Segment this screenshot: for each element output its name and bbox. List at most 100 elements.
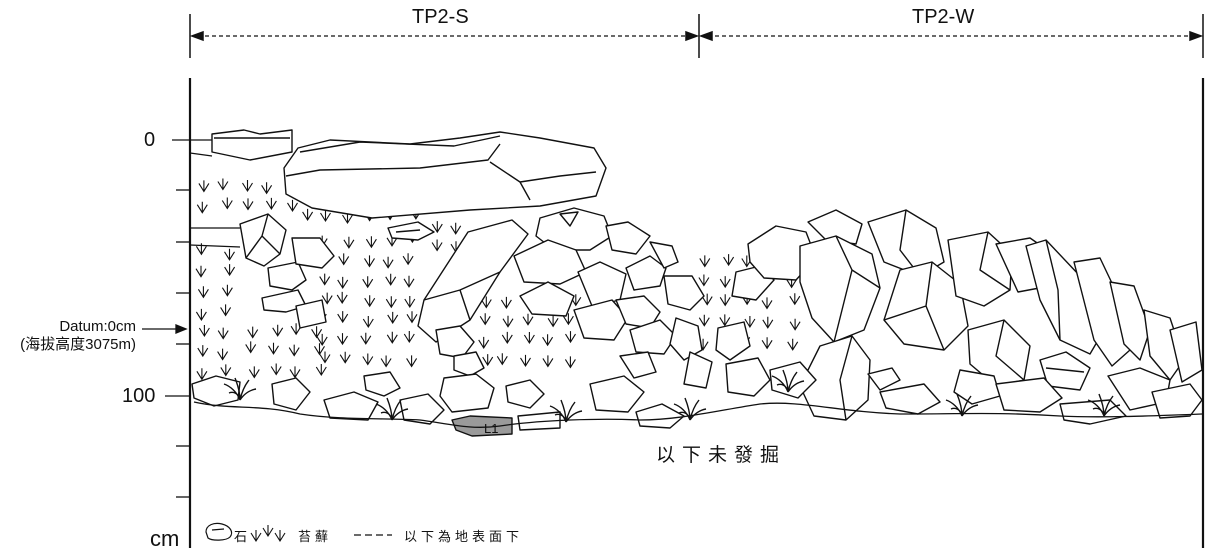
- moss-symbol: [270, 362, 282, 376]
- moss-symbol: [242, 197, 254, 210]
- datum-arrow: [142, 324, 188, 334]
- moss-symbol: [360, 332, 372, 345]
- moss-symbol: [224, 263, 236, 276]
- moss-symbol: [450, 222, 462, 235]
- moss-symbol: [519, 354, 532, 367]
- moss-symbol: [385, 273, 397, 286]
- moss-symbol: [272, 324, 284, 337]
- section-label-tp2-s: TP2-S: [412, 6, 469, 28]
- moss-symbol: [402, 252, 414, 265]
- moss-symbol: [265, 197, 277, 210]
- moss-symbol: [542, 354, 554, 367]
- moss-symbol: [364, 294, 376, 307]
- moss-symbol: [217, 327, 229, 340]
- moss-symbol: [403, 330, 415, 343]
- moss-symbol: [221, 284, 233, 297]
- moss-symbol: [302, 208, 314, 221]
- moss-symbol: [198, 179, 210, 192]
- layer-l1-shape: [451, 415, 513, 437]
- moss-symbol: [699, 254, 711, 267]
- moss-symbol: [386, 331, 398, 344]
- moss-symbol: [220, 363, 232, 376]
- moss-symbol: [197, 285, 209, 298]
- moss-symbol: [220, 303, 232, 316]
- moss-symbol: [564, 355, 576, 368]
- moss-symbol: [247, 326, 259, 339]
- depth-unit-label: cm: [150, 526, 180, 551]
- moss-symbol: [482, 353, 494, 366]
- moss-symbol: [261, 181, 273, 194]
- moss-symbol: [404, 295, 416, 308]
- moss-symbol: [762, 316, 774, 329]
- legend-stone-label: 石: [234, 530, 248, 545]
- moss-symbol: [336, 332, 349, 345]
- moss-symbol: [319, 209, 332, 222]
- moss-symbol: [761, 296, 773, 309]
- moss-symbol: [787, 338, 799, 351]
- moss-symbol: [315, 363, 327, 376]
- moss-symbol: [223, 248, 236, 261]
- moss-symbol: [338, 252, 350, 265]
- moss-symbol: [339, 351, 351, 364]
- moss-symbol: [502, 315, 514, 328]
- moss-symbol: [382, 256, 394, 269]
- moss-symbol: [431, 238, 443, 252]
- depth-label-0: 0: [144, 129, 156, 151]
- moss-symbol: [241, 179, 254, 192]
- moss-symbol: [698, 314, 710, 327]
- profile-frame: [188, 78, 1205, 548]
- moss-symbol: [217, 177, 229, 191]
- section-dimension-lines: [189, 14, 1204, 58]
- moss-symbol: [198, 324, 210, 337]
- moss-symbol: [522, 313, 534, 326]
- moss-symbol: [406, 354, 418, 367]
- moss-symbol: [719, 293, 731, 306]
- moss-symbol: [761, 336, 773, 349]
- moss-symbol: [723, 253, 735, 266]
- legend-dash-label: 以下為地表面下: [404, 530, 524, 545]
- moss-symbol: [362, 352, 374, 366]
- moss-symbol: [479, 312, 491, 325]
- moss-symbol: [196, 201, 208, 214]
- moss-symbol: [316, 333, 328, 346]
- moss-symbol: [501, 331, 513, 344]
- moss-symbol: [380, 354, 392, 368]
- stones: [191, 129, 1203, 437]
- moss-symbol: [248, 365, 260, 378]
- moss-symbol: [542, 333, 554, 346]
- section-label-tp2-w: TP2-W: [912, 6, 975, 28]
- moss-symbol: [321, 292, 333, 305]
- moss-symbol: [336, 291, 348, 304]
- datum-line-2: (海拔高度3075m): [20, 336, 136, 353]
- moss-symbol: [431, 220, 443, 233]
- moss-symbol: [406, 310, 418, 323]
- moss-symbol: [288, 344, 300, 357]
- moss-symbol: [195, 265, 207, 278]
- moss-symbol: [500, 296, 512, 309]
- moss-symbol: [363, 254, 376, 267]
- moss-symbol: [319, 350, 331, 364]
- layer-label-l1: L1: [484, 421, 499, 436]
- legend-moss-label: 苔蘚: [298, 530, 333, 545]
- moss-symbol: [362, 275, 374, 288]
- legend-symbols: [205, 522, 392, 542]
- moss-symbol: [385, 295, 397, 308]
- moss-symbol: [403, 275, 415, 288]
- moss-symbol: [337, 276, 349, 289]
- moss-symbol: [196, 367, 208, 380]
- moss-symbol: [365, 235, 377, 248]
- moss-symbol: [245, 340, 257, 353]
- moss-symbol: [195, 308, 207, 321]
- datum-line-1: Datum:0cm: [59, 318, 136, 335]
- moss-symbol: [217, 348, 229, 361]
- unexcavated-note: 以下未發掘: [656, 444, 787, 466]
- moss-symbol: [564, 330, 577, 343]
- moss-symbol: [343, 236, 355, 249]
- moss-symbol: [289, 365, 301, 378]
- moss-symbol: [197, 344, 209, 357]
- moss-symbol: [311, 325, 323, 338]
- depth-label-100: 100: [122, 385, 156, 407]
- moss-symbol: [267, 342, 280, 355]
- moss-symbol: [719, 275, 731, 288]
